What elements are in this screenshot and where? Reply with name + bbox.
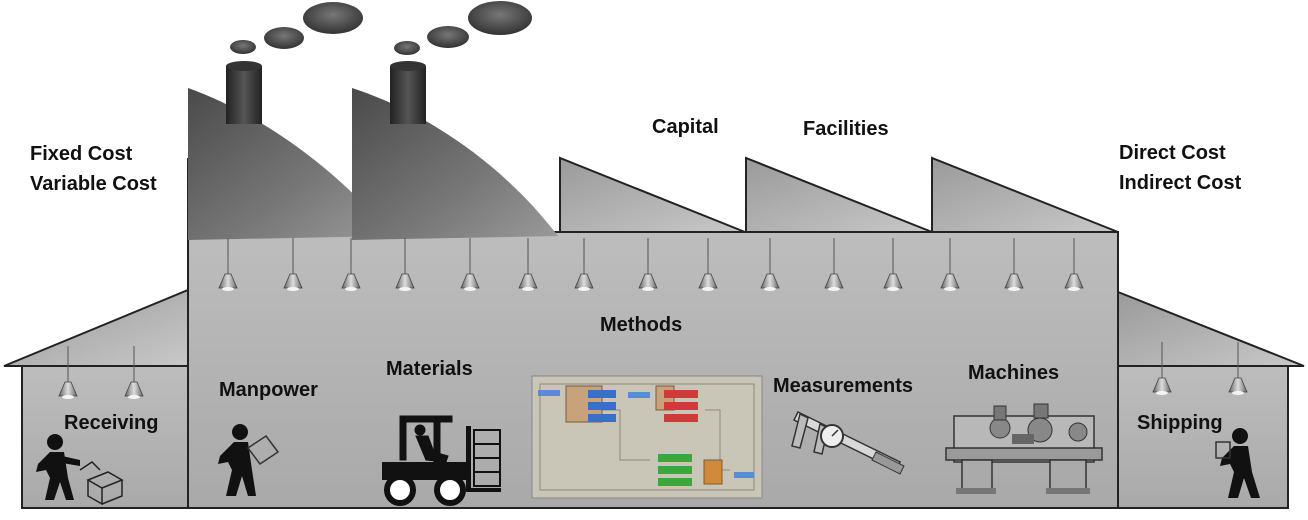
cost-label-fixed: Fixed Cost xyxy=(30,143,133,165)
receiving-worker-icon xyxy=(36,434,80,500)
lamp-bulb xyxy=(1008,287,1020,291)
lamp-icon xyxy=(518,273,538,289)
lamp-icon xyxy=(460,273,480,289)
lamp-icon xyxy=(1064,273,1084,289)
lamp-icon xyxy=(698,273,718,289)
smokestack-hood-1 xyxy=(188,88,392,240)
lamp-icon xyxy=(1004,273,1024,289)
lamp-icon xyxy=(341,273,361,289)
lamp-bulb xyxy=(345,287,357,291)
shipping-worker-icon xyxy=(1215,428,1260,498)
chimney-1 xyxy=(226,66,262,124)
area-label-materials: Materials xyxy=(386,358,473,380)
lamp-bulb xyxy=(222,287,234,291)
lamp-bulb xyxy=(1156,391,1168,395)
lamp-icon xyxy=(883,273,903,289)
lamp-bulb xyxy=(944,287,956,291)
area-label-receiving: Receiving xyxy=(64,412,159,434)
cost-label-variable: Variable Cost xyxy=(30,173,157,195)
lamp-bulb xyxy=(1232,391,1244,395)
smokestack-hood-2 xyxy=(352,88,558,240)
left-wing-roof xyxy=(3,288,189,367)
sawtooth-roof-3 xyxy=(931,156,1119,233)
lamp-icon xyxy=(218,273,238,289)
caliper-icon xyxy=(791,410,905,475)
forklift-icon xyxy=(382,415,501,506)
lamp-icon xyxy=(283,273,303,289)
lamp-bulb xyxy=(702,287,714,291)
sawtooth-roof-1 xyxy=(559,156,746,233)
lamp-icon xyxy=(124,381,144,397)
lamp-bulb xyxy=(464,287,476,291)
lamp-icon xyxy=(1228,377,1248,393)
lamp-bulb xyxy=(887,287,899,291)
lamp-icon xyxy=(58,381,78,397)
area-label-methods: Methods xyxy=(600,314,683,336)
roof-label-capital: Capital xyxy=(652,116,719,138)
area-label-shipping: Shipping xyxy=(1137,412,1223,434)
carried-frame-icon xyxy=(246,434,280,466)
methods-process-diagram xyxy=(531,375,763,499)
cost-label-direct: Direct Cost xyxy=(1119,142,1226,164)
lamp-bulb xyxy=(828,287,840,291)
ceiling-lamps xyxy=(58,238,1248,399)
lamp-bulb xyxy=(1068,287,1080,291)
area-label-manpower: Manpower xyxy=(219,379,318,401)
lamp-icon xyxy=(574,273,594,289)
smoke-cloud-1 xyxy=(230,2,363,54)
lamp-bulb xyxy=(642,287,654,291)
lamp-bulb xyxy=(522,287,534,291)
smoke-cloud-2 xyxy=(394,1,532,55)
lamp-icon xyxy=(824,273,844,289)
machine-icon xyxy=(945,403,1103,494)
cost-label-indirect: Indirect Cost xyxy=(1119,172,1242,194)
lamp-icon xyxy=(940,273,960,289)
lamp-icon xyxy=(638,273,658,289)
lamp-bulb xyxy=(578,287,590,291)
lamp-icon xyxy=(395,273,415,289)
lamp-bulb xyxy=(399,287,411,291)
lamp-bulb xyxy=(128,395,140,399)
sawtooth-roof-2 xyxy=(745,156,933,233)
right-wing-roof xyxy=(1117,290,1305,367)
lamp-icon xyxy=(760,273,780,289)
lamp-bulb xyxy=(62,395,74,399)
roof-label-facilities: Facilities xyxy=(803,118,889,140)
area-label-machines: Machines xyxy=(968,362,1060,384)
manpower-worker-icon xyxy=(218,424,256,496)
lamp-icon xyxy=(1152,377,1172,393)
box-icon xyxy=(79,461,124,506)
lamp-bulb xyxy=(287,287,299,291)
shipping-wing xyxy=(1117,365,1289,509)
area-label-measurements: Measurements xyxy=(773,375,914,397)
chimney-2 xyxy=(390,66,426,124)
lamp-bulb xyxy=(764,287,776,291)
